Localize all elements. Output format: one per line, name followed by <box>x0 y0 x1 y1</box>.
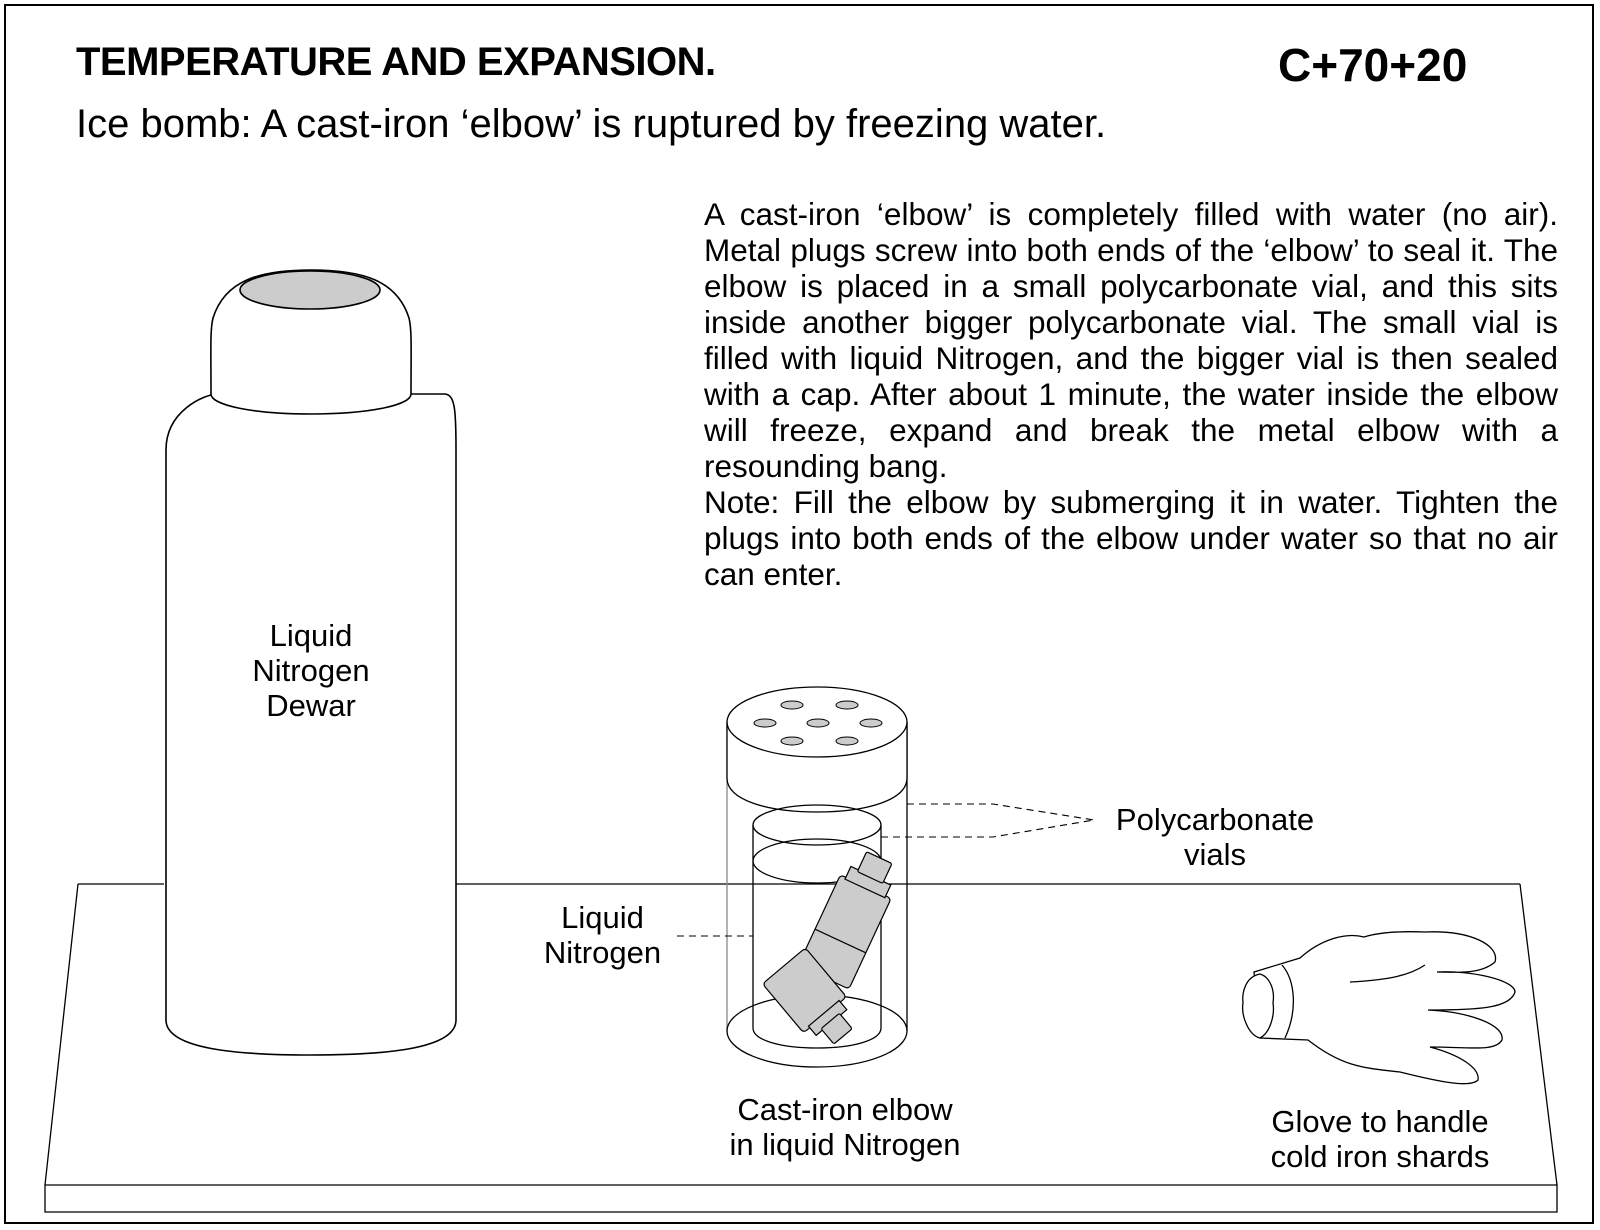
description-text: A cast-iron ‘elbow’ is completely filled… <box>704 196 1558 592</box>
liquid-nitrogen-label: Liquid Nitrogen <box>543 900 662 970</box>
table-slab <box>44 883 1558 1213</box>
cast-iron-elbow-icon <box>763 851 892 1044</box>
diagram-frame <box>4 4 1594 1224</box>
polycarbonate-vials-label: Polycarbonate vials <box>1115 802 1315 872</box>
elbow-caption: Cast-iron elbow in liquid Nitrogen <box>729 1092 961 1162</box>
dewar-label: Liquid Nitrogen Dewar <box>252 618 370 723</box>
experiment-code: C+70+20 <box>1278 39 1468 91</box>
description-note: Note: Fill the elbow by submerging it in… <box>704 484 1558 592</box>
inner-vial-icon <box>752 804 882 1049</box>
description-paragraph: A cast-iron ‘elbow’ is completely filled… <box>704 196 1558 484</box>
glove-caption: Glove to handle cold iron shards <box>1270 1104 1490 1174</box>
page-title: TEMPERATURE AND EXPANSION. <box>76 40 716 84</box>
glove-icon <box>1242 931 1516 1085</box>
leader-lines <box>677 803 1095 937</box>
vial-cap-icon <box>726 686 908 813</box>
page-subtitle: Ice bomb: A cast-iron ‘elbow’ is rupture… <box>76 102 1107 146</box>
dewar-icon <box>165 269 457 1056</box>
